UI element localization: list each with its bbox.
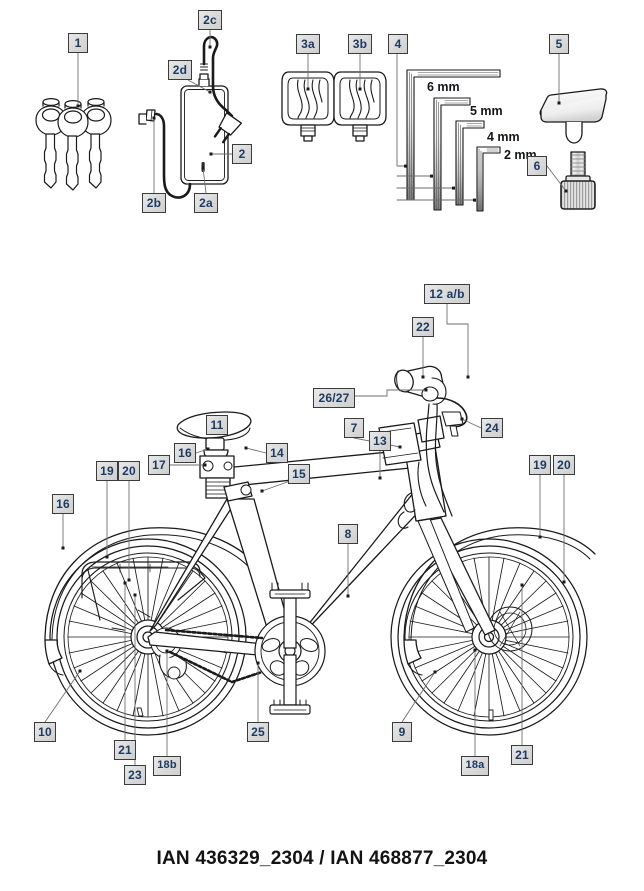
callout-10[interactable]: 10: [34, 722, 56, 742]
callout-11[interactable]: 11: [206, 415, 228, 435]
callout-16-mudguard[interactable]: 16: [52, 494, 74, 514]
allen-size-4mm: 4 mm: [487, 130, 520, 144]
callout-13[interactable]: 13: [369, 431, 391, 451]
callout-3a[interactable]: 3a: [296, 34, 320, 54]
leader-lines: [44, 30, 567, 765]
callout-2[interactable]: 2: [232, 144, 252, 164]
callout-23[interactable]: 23: [124, 765, 146, 785]
callout-4[interactable]: 4: [388, 34, 408, 54]
callout-21-front[interactable]: 21: [511, 745, 533, 765]
callout-15[interactable]: 15: [288, 464, 310, 484]
art-cockpit: [378, 365, 468, 517]
art-valve-adapter: [560, 151, 596, 210]
callout-21-rear[interactable]: 21: [114, 740, 136, 760]
callout-2c[interactable]: 2c: [198, 10, 222, 30]
art-bicycle: [44, 365, 596, 736]
art-front-mudguard: [403, 527, 596, 676]
callout-16-saddle[interactable]: 16: [174, 443, 196, 463]
ian-footer-text: IAN 436329_2304 / IAN 468877_2304: [156, 848, 488, 869]
allen-size-6mm: 6 mm: [427, 80, 460, 94]
art-pedals: [281, 71, 387, 142]
callout-17[interactable]: 17: [148, 455, 170, 475]
art-kickstand-pad: [539, 88, 608, 144]
callout-26-27[interactable]: 26/27: [313, 388, 355, 408]
art-allen-keys: [396, 53, 501, 212]
art-charger: [138, 35, 243, 199]
callout-6[interactable]: 6: [527, 156, 547, 176]
callout-3b[interactable]: 3b: [348, 34, 372, 54]
callout-2a[interactable]: 2a: [194, 193, 218, 213]
art-front-wheel: [390, 538, 588, 736]
callout-19-rear[interactable]: 19: [96, 461, 118, 481]
callout-25[interactable]: 25: [247, 722, 269, 742]
callout-2b[interactable]: 2b: [142, 193, 166, 213]
art-keys: [35, 97, 112, 191]
callout-19-front[interactable]: 19: [529, 455, 551, 475]
callout-14[interactable]: 14: [266, 443, 288, 463]
callout-18a[interactable]: 18a: [461, 756, 489, 776]
callout-2d[interactable]: 2d: [168, 60, 192, 80]
callout-1[interactable]: 1: [68, 33, 88, 53]
art-rear-rack: [81, 561, 206, 621]
callout-24[interactable]: 24: [481, 418, 503, 438]
callout-12-a-b[interactable]: 12 a/b: [424, 284, 470, 304]
callout-7[interactable]: 7: [344, 418, 364, 438]
callout-22[interactable]: 22: [412, 317, 434, 337]
callout-20-front[interactable]: 20: [553, 455, 575, 475]
callout-5[interactable]: 5: [549, 34, 569, 54]
callout-20-rear[interactable]: 20: [118, 461, 140, 481]
allen-size-5mm: 5 mm: [470, 104, 503, 118]
art-rear-mudguard: [44, 527, 263, 676]
callout-9[interactable]: 9: [392, 722, 412, 742]
art-frame: [147, 439, 496, 671]
callout-8[interactable]: 8: [338, 524, 358, 544]
art-drivetrain: [164, 582, 326, 715]
art-saddle-assembly: [176, 411, 253, 502]
callout-18b[interactable]: 18b: [153, 756, 181, 776]
